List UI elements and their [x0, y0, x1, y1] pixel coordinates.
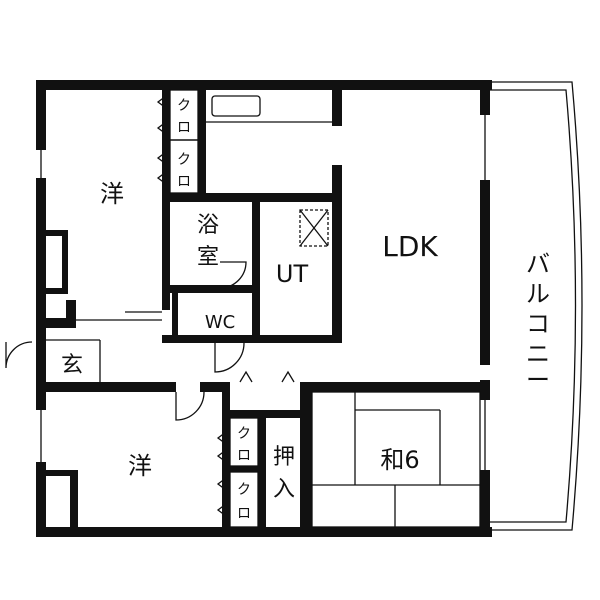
closet-1-b: ロ — [177, 120, 191, 136]
balcony-3: コ — [526, 310, 550, 338]
room-bath-1: 浴 — [197, 213, 219, 238]
closet-2-b: ロ — [177, 174, 191, 190]
balcony-5: ー — [526, 366, 550, 394]
closet-4-a: ク — [237, 482, 251, 498]
room-storage-1: 押 — [273, 445, 295, 470]
tatami-lines — [311, 391, 481, 528]
room-japanese: 和6 — [380, 446, 419, 474]
room-utility: UT — [276, 260, 309, 288]
closet-3-a: ク — [237, 426, 251, 442]
exterior-walls — [36, 80, 492, 537]
closet-boxes — [169, 89, 259, 528]
closet-1-a: ク — [177, 98, 191, 114]
interior-walls — [36, 90, 490, 532]
window-lines — [40, 115, 486, 470]
room-labels: 洋 洋 LDK 浴 室 UT WC 玄 和6 押 入 バ ル コ ニ ー — [61, 180, 550, 502]
closet-3-b: ロ — [237, 448, 251, 464]
door-swings — [5, 261, 247, 421]
balcony-outline — [488, 81, 583, 531]
closet-labels: ク ロ ク ロ ク ロ ク ロ — [177, 98, 251, 522]
closet-door-marks — [156, 95, 342, 517]
room-toilet: WC — [205, 312, 235, 333]
washer-space — [299, 209, 329, 247]
closet-4-b: ロ — [237, 506, 251, 522]
balcony-2: ル — [526, 280, 550, 308]
room-bath-2: 室 — [197, 245, 219, 270]
closet-2-a: ク — [177, 152, 191, 168]
room-entrance: 玄 — [61, 353, 83, 378]
room-western-bottom: 洋 — [128, 452, 152, 480]
room-storage-2: 入 — [273, 477, 295, 502]
balcony-4: ニ — [526, 340, 550, 368]
bathtub — [211, 95, 261, 117]
room-western-top: 洋 — [100, 180, 124, 208]
room-ldk: LDK — [382, 230, 438, 263]
corridor-lines — [46, 311, 162, 382]
balcony-1: バ — [526, 250, 550, 278]
